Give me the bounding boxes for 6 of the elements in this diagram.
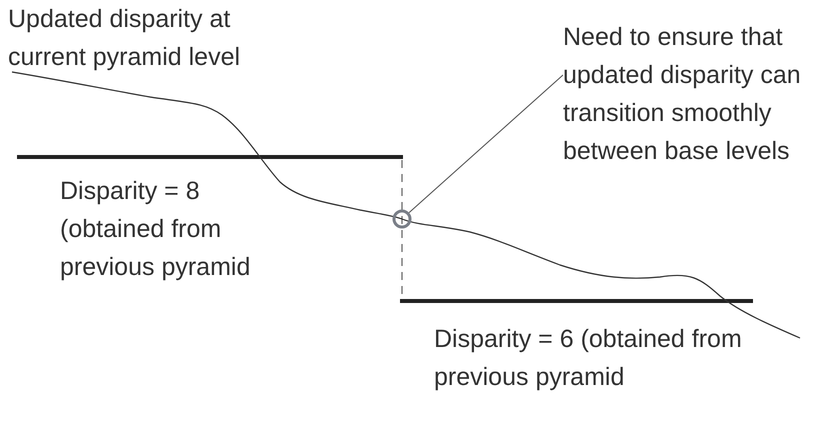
annotation-text: Need to ensure that updated disparity can transition smoothly between base levels (563, 18, 831, 170)
leader-line (408, 74, 564, 214)
annotation-text: Updated disparity at current pyramid level (8, 4, 242, 73)
annotation-text: Disparity = 8 (obtained from previous pyramid (60, 176, 252, 283)
annotation-text: Disparity = 6 (obtained from previous pyramid (434, 324, 743, 393)
marker-circle (392, 210, 412, 228)
